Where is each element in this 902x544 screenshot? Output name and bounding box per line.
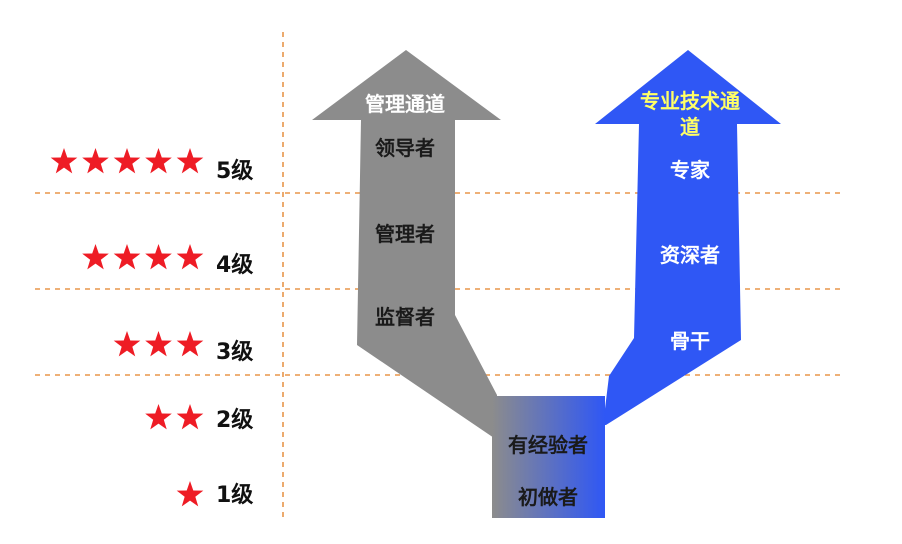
base-block [492, 396, 605, 518]
star-icon [50, 148, 78, 174]
role-expert: 专家 [670, 158, 711, 182]
level-label-3: 3级 [216, 339, 253, 365]
level-label-2: 2级 [216, 407, 253, 433]
role-experienced: 有经验者 [508, 433, 588, 457]
star-icon [145, 404, 172, 430]
star-icon [176, 244, 204, 270]
star-icon [176, 331, 204, 357]
star-icon [145, 244, 172, 270]
star-icon [113, 244, 141, 270]
management-track-title: 管理通道 [365, 92, 445, 116]
star-icon [113, 331, 141, 357]
role-manager: 管理者 [375, 222, 435, 246]
technical-track-title-line1: 专业技术通 [640, 89, 740, 113]
star-icon [82, 148, 109, 174]
star-rating-column [50, 148, 204, 507]
level-label-1: 1级 [216, 482, 253, 508]
technical-track-title-line2: 道 [680, 115, 700, 139]
star-icon [145, 331, 172, 357]
role-beginner: 初做者 [518, 485, 578, 509]
star-icon [176, 148, 204, 174]
role-senior: 资深者 [660, 243, 720, 267]
star-icon [113, 148, 141, 174]
star-icon [176, 404, 204, 430]
role-leader: 领导者 [375, 136, 435, 160]
level-label-5: 5级 [216, 158, 253, 184]
level-label-4: 4级 [216, 252, 253, 278]
technical-track-arrow [595, 50, 781, 425]
star-icon [145, 148, 172, 174]
star-icon [176, 481, 204, 507]
role-supervisor: 监督者 [375, 305, 435, 329]
star-icon [82, 244, 109, 270]
role-backbone: 骨干 [670, 329, 710, 353]
management-track-arrow [312, 50, 501, 440]
